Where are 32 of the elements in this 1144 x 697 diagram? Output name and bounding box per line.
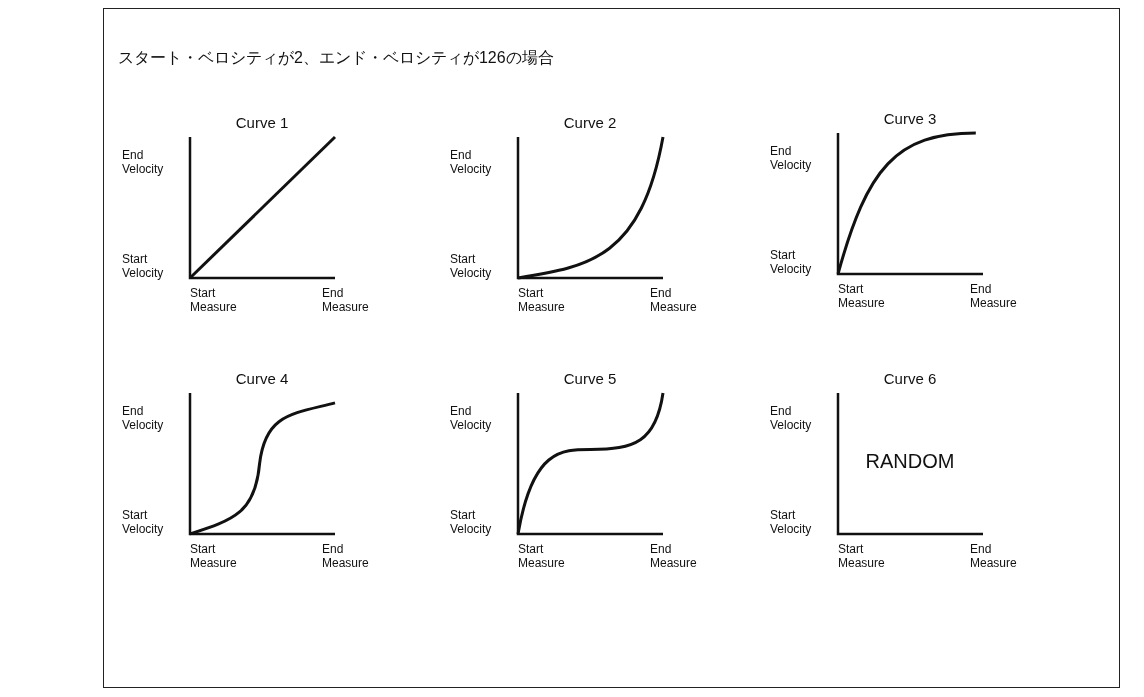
axis-label: End Velocity: [770, 404, 812, 432]
graph-title: Curve 3: [883, 110, 937, 127]
axis-label: Start Velocity: [122, 252, 164, 280]
axis-label: End Measure: [970, 542, 1017, 570]
axis-label: End Measure: [322, 286, 369, 314]
axis-label: Start Measure: [190, 286, 237, 314]
axis-label: End Velocity: [122, 404, 164, 432]
axis-label: Start Measure: [518, 286, 565, 314]
axis-label: End Velocity: [450, 148, 492, 176]
graph-title: Curve 5: [563, 370, 617, 387]
axis-label: Start Measure: [190, 542, 237, 570]
axis-label: End Measure: [650, 542, 697, 570]
diagram-title: スタート・ベロシティが2、エンド・ベロシティが126の場合: [118, 48, 554, 68]
axis-label: End Velocity: [770, 144, 812, 172]
graph-title: Curve 6: [883, 370, 937, 387]
graph-title: Curve 4: [235, 370, 289, 387]
axis-label: Start Velocity: [122, 508, 164, 536]
graph-text: RANDOM: [865, 450, 955, 473]
axis-label: Start Velocity: [450, 508, 492, 536]
axis-label: Start Measure: [838, 282, 885, 310]
axis-label: Start Velocity: [770, 508, 812, 536]
axis-label: End Velocity: [450, 404, 492, 432]
axis-label: End Measure: [650, 286, 697, 314]
axis-label: Start Measure: [518, 542, 565, 570]
axis-label: Start Velocity: [450, 252, 492, 280]
axis-label: End Measure: [322, 542, 369, 570]
graph-title: Curve 2: [563, 114, 617, 131]
axis-label: Start Measure: [838, 542, 885, 570]
graph-title: Curve 1: [235, 114, 289, 131]
axis-label: End Velocity: [122, 148, 164, 176]
axis-label: End Measure: [970, 282, 1017, 310]
axis-label: Start Velocity: [770, 248, 812, 276]
